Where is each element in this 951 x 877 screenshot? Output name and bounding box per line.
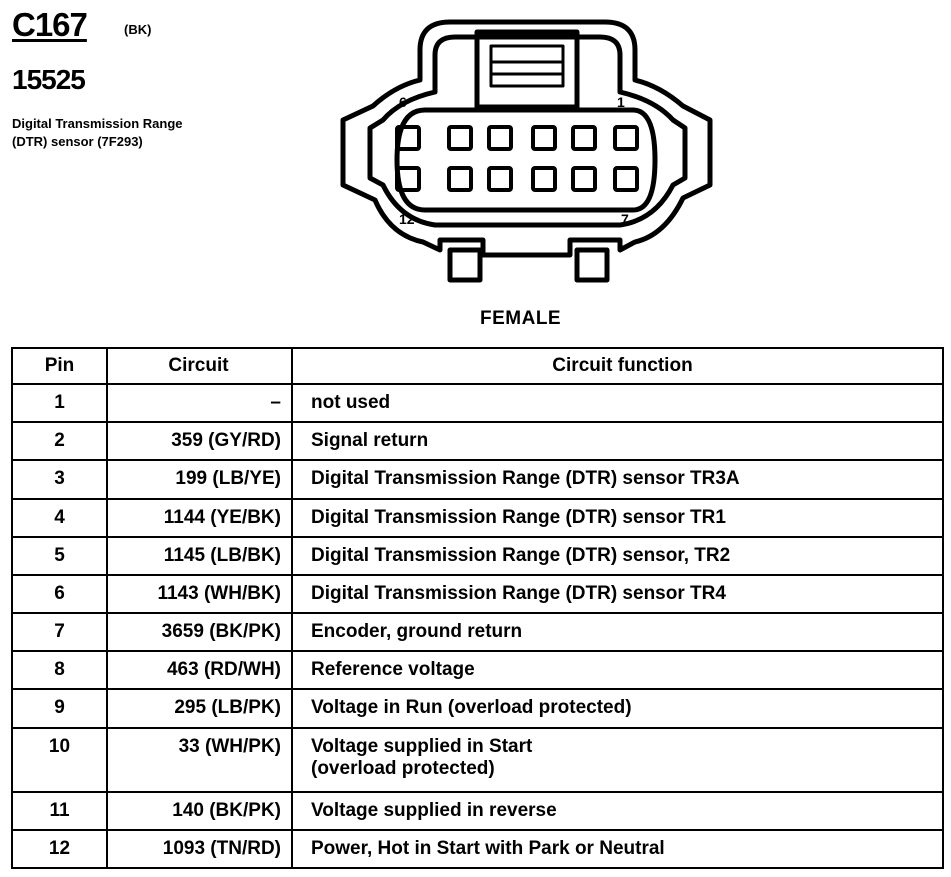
pin-number-cell: 3 [11, 459, 108, 500]
circuit-function-cell: Reference voltage [291, 650, 944, 691]
circuit-cell: – [106, 382, 293, 424]
circuit-function-line: (overload protected) [311, 757, 495, 779]
circuit-function-line: not used [311, 392, 391, 413]
circuit-function-line: Digital Transmission Range (DTR) sensor … [311, 582, 726, 604]
pin-number-cell: 9 [11, 688, 108, 729]
pin-cavity-4 [487, 125, 513, 151]
circuit-cell: 1093 (TN/RD) [106, 828, 293, 870]
pin-cavity-5 [447, 125, 473, 151]
circuit-function-line: Power, Hot in Start with Park or Neutral [311, 837, 665, 859]
pin-number-cell: 2 [11, 421, 108, 462]
circuit-cell: 33 (WH/PK) [106, 726, 293, 793]
locking-tab-outer [474, 29, 580, 110]
circuit-function-cell: not used [291, 382, 944, 424]
connector-color-code: (BK) [124, 22, 152, 37]
circuit-function-line: Voltage in Run (overload protected) [311, 697, 632, 719]
header-circuit: Circuit [106, 347, 293, 385]
header-circuit-function: Circuit function [291, 347, 944, 385]
pin-label-12: 12 [399, 211, 415, 227]
pin-label-6: 6 [399, 94, 407, 110]
pinout-table-header-row: Pin Circuit Circuit function [11, 347, 944, 385]
circuit-function-cell: Digital Transmission Range (DTR) sensor … [291, 497, 944, 538]
pin-cavity-10 [487, 166, 513, 192]
connector-inner-shell [367, 34, 688, 228]
pin-number-cell: 8 [11, 650, 108, 691]
circuit-cell: 1145 (LB/BK) [106, 535, 293, 576]
pin-cavity-6 [395, 125, 421, 151]
pin-cavity-3 [531, 125, 557, 151]
circuit-function-cell: Digital Transmission Range (DTR) sensor … [291, 573, 944, 615]
pin-number-cell: 1 [11, 382, 108, 424]
circuit-function-line: Digital Transmission Range (DTR) sensor … [311, 506, 726, 528]
circuit-function-cell: Voltage in Run (overload protected) [291, 688, 944, 729]
pin-cavity-11 [447, 166, 473, 192]
circuit-cell: 140 (BK/PK) [106, 790, 293, 831]
circuit-function-line: Signal return [311, 430, 429, 452]
connector-face-diagram: 6 1 12 7 [340, 19, 713, 283]
pin-number-cell: 4 [11, 497, 108, 538]
circuit-function-cell: Voltage supplied in Start(overload prote… [291, 726, 944, 793]
connector-outer-shell [340, 19, 713, 258]
connector-gender-label: FEMALE [480, 308, 562, 329]
description-line-2: (DTR) sensor (7F293) [12, 134, 143, 149]
pin-cavity-1 [613, 125, 639, 151]
circuit-function-line: Voltage supplied in Start [311, 735, 533, 757]
circuit-function-cell: Encoder, ground return [291, 612, 944, 653]
pin-number-cell: 10 [11, 726, 108, 793]
connector-id: C167 [12, 6, 88, 43]
pin-number-cell: 6 [11, 573, 108, 615]
circuit-function-cell: Digital Transmission Range (DTR) sensor,… [291, 535, 944, 576]
pin-number-cell: 11 [11, 790, 108, 831]
circuit-cell: 199 (LB/YE) [106, 459, 293, 500]
circuit-cell: 1144 (YE/BK) [106, 497, 293, 538]
pin-cavity-face [394, 107, 658, 213]
pin-number-cell: 12 [11, 828, 108, 870]
header-pin: Pin [11, 347, 108, 385]
circuit-function-line: Voltage supplied in reverse [311, 799, 557, 821]
connector-foot-right [574, 247, 610, 283]
pin-number-cell: 5 [11, 535, 108, 576]
connector-foot-left [447, 247, 483, 283]
pin-cavity-12 [395, 166, 421, 192]
pin-label-7: 7 [621, 211, 629, 227]
pin-cavity-9 [531, 166, 557, 192]
circuit-function-line: Digital Transmission Range (DTR) sensor,… [311, 544, 731, 566]
circuit-function-line: Reference voltage [311, 659, 475, 681]
circuit-cell: 3659 (BK/PK) [106, 612, 293, 653]
pin-cavity-8 [571, 166, 597, 192]
circuit-function-cell: Power, Hot in Start with Park or Neutral [291, 828, 944, 870]
part-number: 15525 [12, 64, 86, 95]
description-line-1: Digital Transmission Range [12, 116, 183, 131]
circuit-cell: 463 (RD/WH) [106, 650, 293, 691]
circuit-cell: 359 (GY/RD) [106, 421, 293, 462]
pin-label-1: 1 [617, 94, 625, 110]
connector-description: Digital Transmission Range (DTR) sensor … [12, 115, 183, 151]
circuit-function-line: Digital Transmission Range (DTR) sensor … [311, 468, 740, 490]
circuit-function-cell: Digital Transmission Range (DTR) sensor … [291, 459, 944, 500]
circuit-cell: 1143 (WH/BK) [106, 573, 293, 615]
pin-cavity-2 [571, 125, 597, 151]
pin-cavity-7 [613, 166, 639, 192]
circuit-function-cell: Voltage supplied in reverse [291, 790, 944, 831]
locking-tab-inner [489, 44, 565, 88]
table-row: 1–not used [11, 382, 944, 424]
pin-number-cell: 7 [11, 612, 108, 653]
circuit-function-cell: Signal return [291, 421, 944, 462]
circuit-cell: 295 (LB/PK) [106, 688, 293, 729]
circuit-function-line: Encoder, ground return [311, 621, 523, 643]
